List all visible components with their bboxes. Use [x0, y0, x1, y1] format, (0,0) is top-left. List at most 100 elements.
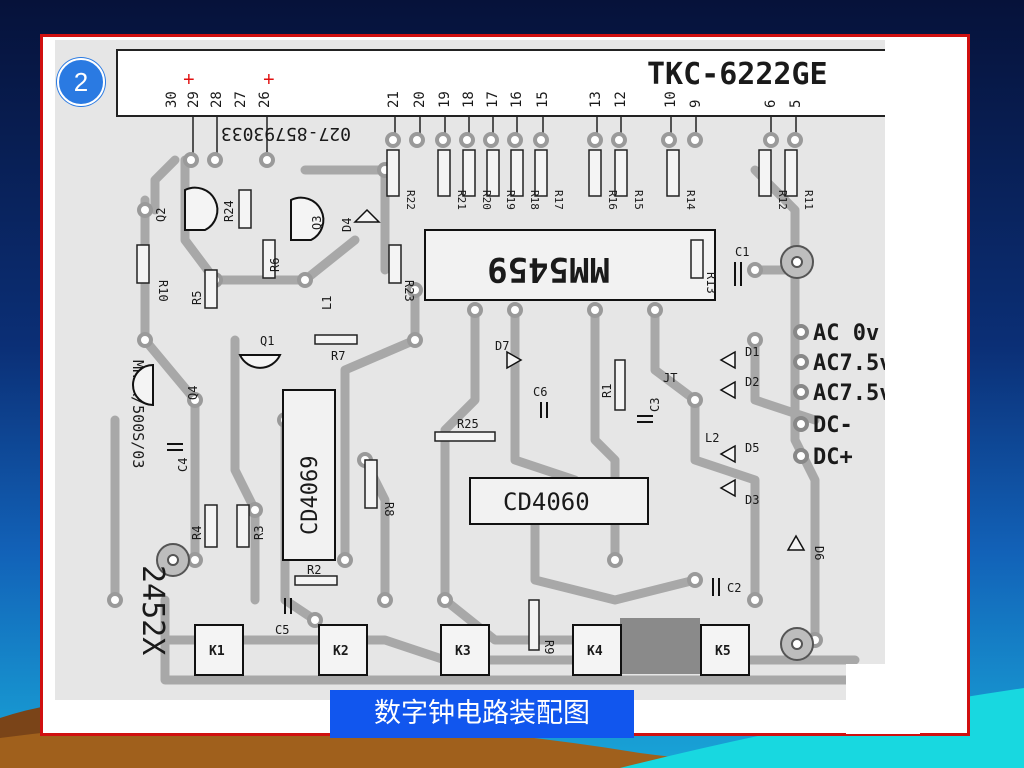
power-label: AC7.5v [813, 351, 885, 376]
pin-label: 15 [535, 91, 551, 108]
slide-number-badge: 2 [57, 58, 105, 106]
component-label: C6 [533, 385, 547, 399]
key-label: K3 [455, 644, 471, 659]
header-strip [116, 49, 885, 117]
component-label: JT [663, 371, 677, 385]
component-label: R15 [632, 190, 645, 210]
component-label: Q1 [260, 334, 274, 348]
pin-label: 13 [588, 91, 604, 108]
ic-cd4069-label: CD4069 [298, 456, 323, 535]
key-label: K4 [587, 644, 603, 659]
transistor-labels: Q2 Q3 Q1 Q4 [154, 208, 324, 400]
pin-label: 6 [763, 100, 779, 108]
diagram-caption: 数字钟电路装配图 [330, 690, 634, 738]
component-label: D6 [812, 546, 826, 560]
phone-text: 027-85793033 [221, 123, 351, 144]
diode-symbols [353, 208, 806, 551]
plus-mark: + [183, 69, 195, 91]
key-label: K2 [333, 644, 349, 659]
board-model: TKC-6222GE [647, 57, 828, 92]
component-label: C3 [648, 398, 662, 412]
pin-label: 5 [788, 100, 804, 108]
pin-label: 9 [688, 100, 704, 108]
key-labels: K1 K2 K3 K4 K5 [209, 644, 731, 659]
pin-label: 29 [186, 91, 202, 108]
component-label: R7 [331, 349, 345, 363]
ic-cd4060-label: CD4060 [503, 488, 590, 516]
component-label: R25 [457, 417, 479, 431]
component-label: R1 [600, 384, 614, 398]
misc-labels: L1 L2 JT [320, 296, 719, 445]
key-label: K1 [209, 644, 225, 659]
component-label: D3 [745, 493, 759, 507]
pin-label: 20 [412, 91, 428, 108]
component-label: R20 [480, 190, 493, 210]
solder-pads [107, 132, 823, 648]
power-label: AC7.5v [813, 381, 885, 406]
power-terminals: AC 0v AC7.5v AC7.5v DC- DC+ [793, 321, 885, 470]
component-label: R24 [222, 200, 236, 222]
power-label: DC+ [813, 445, 853, 470]
pin-label: 18 [461, 91, 477, 108]
component-label: L1 [320, 296, 334, 310]
component-label: R14 [684, 190, 697, 210]
component-label: R4 [190, 526, 204, 540]
component-label: R23 [402, 280, 416, 302]
mounting-holes [156, 245, 814, 661]
plus-mark: + [263, 69, 275, 91]
pin-label: 21 [386, 91, 402, 108]
ic-cd4069 [282, 389, 336, 561]
ic-cd4060 [469, 477, 649, 525]
pin-label: 12 [613, 91, 629, 108]
transistor-symbols [132, 186, 325, 407]
ic-mm5459-label: MM5459 [487, 249, 610, 289]
component-label: R9 [542, 640, 556, 654]
component-label: R21 [455, 190, 468, 210]
component-label: R6 [268, 258, 282, 272]
component-label: R3 [252, 526, 266, 540]
component-label: Q3 [310, 216, 324, 230]
component-label: L2 [705, 431, 719, 445]
component-label: D1 [745, 345, 759, 359]
component-label: R13 [704, 272, 718, 294]
component-label: C4 [176, 458, 190, 472]
pin-label: 26 [257, 91, 273, 108]
component-label: D2 [745, 375, 759, 389]
key-switches [194, 624, 750, 676]
pin-label: 27 [233, 91, 249, 108]
component-label: R19 [504, 190, 517, 210]
top-resistor-labels: R22 R21 R20 R19 R18 R17 R16 R15 R14 R12 … [404, 190, 815, 210]
component-label: Q2 [154, 208, 168, 222]
pin-label: 16 [509, 91, 525, 108]
diode-labels: D4 D7 D1 D2 D5 D3 D6 [340, 218, 826, 561]
component-label: R17 [552, 190, 565, 210]
component-label: R5 [190, 291, 204, 305]
component-label: C5 [275, 623, 289, 637]
bottom-text: 2452X [135, 565, 170, 655]
component-label: R12 [776, 190, 789, 210]
capacitor-symbols [167, 262, 742, 614]
pin-label: 10 [663, 91, 679, 108]
pin-label: 17 [485, 91, 501, 108]
key-label: K5 [715, 644, 731, 659]
power-label: DC- [813, 413, 853, 438]
pcb-assembly-diagram: TKC-6222GE 30 29 28 27 26 21 20 19 18 17… [55, 40, 885, 700]
pin-label: 28 [209, 91, 225, 108]
component-label: R2 [307, 563, 321, 577]
component-label: C1 [735, 245, 749, 259]
resistor-labels: R10 R24 R5 R6 R23 R13 R7 R25 R1 R8 R4 R3… [156, 200, 718, 654]
component-label: D7 [495, 339, 509, 353]
component-label: R10 [156, 280, 170, 302]
pin-label: 19 [437, 91, 453, 108]
top-pin-labels: 30 29 28 27 26 21 20 19 18 17 16 15 13 1… [164, 91, 804, 108]
white-patch [846, 664, 920, 734]
component-label: R22 [404, 190, 417, 210]
component-label: D5 [745, 441, 759, 455]
resistor-symbols [136, 189, 704, 651]
component-label: R18 [528, 190, 541, 210]
component-label: Q4 [186, 386, 200, 400]
pin-label: 30 [164, 91, 180, 108]
component-label: D4 [340, 218, 354, 232]
power-label: AC 0v [813, 321, 879, 346]
component-label: R16 [606, 190, 619, 210]
